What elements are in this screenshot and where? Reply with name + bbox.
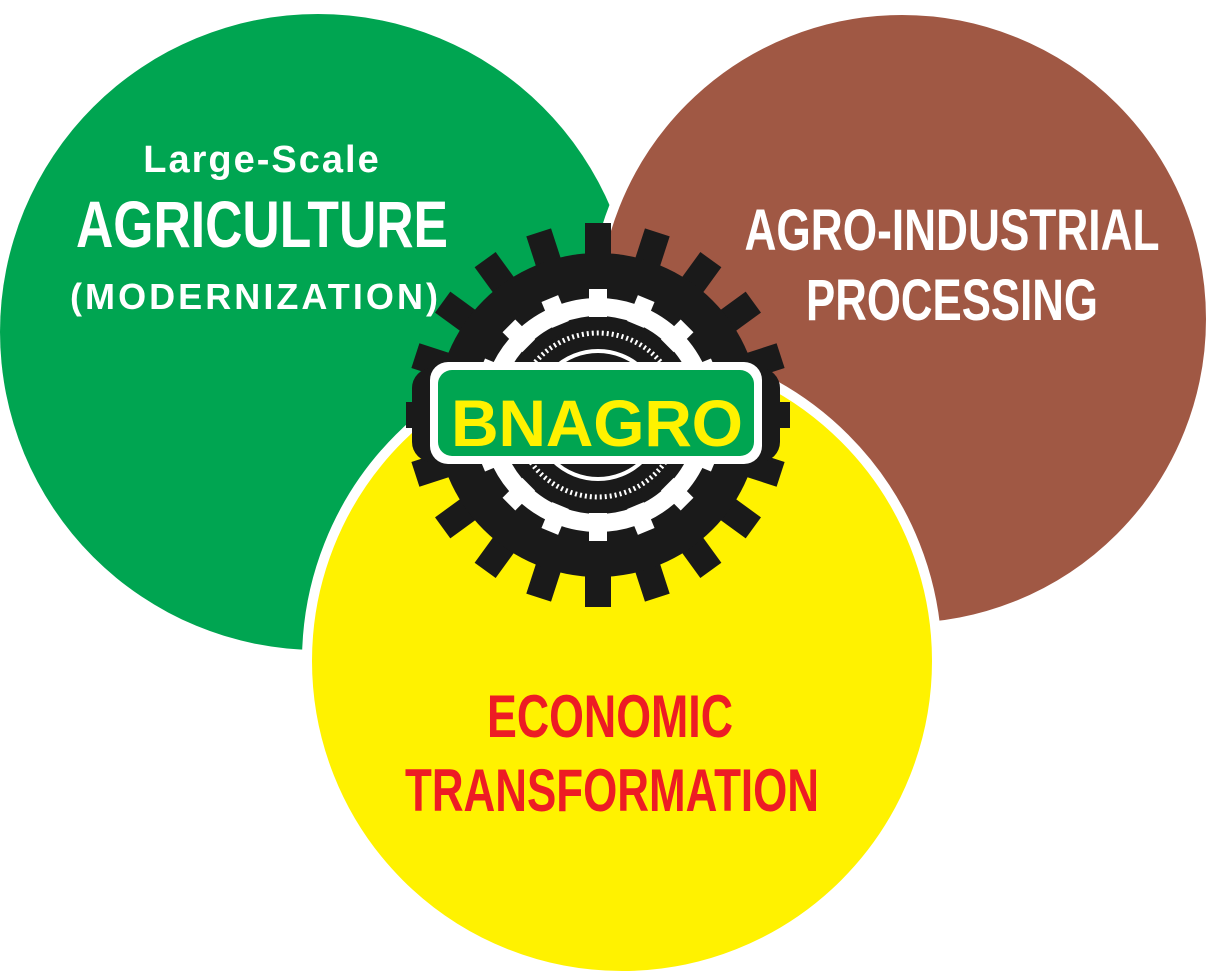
economic-line2: TRANSFORMATION — [405, 757, 819, 824]
logo-badge — [438, 370, 754, 456]
processing-line1: AGRO-INDUSTRIAL — [745, 198, 1160, 263]
logo-text: BNAGRO — [451, 386, 743, 460]
agriculture-line2: AGRICULTURE — [76, 187, 448, 261]
bnagro-logo: BNAGRO — [406, 223, 790, 607]
agriculture-line1: Large-Scale — [143, 139, 380, 181]
agriculture-line3: (MODERNIZATION) — [70, 276, 438, 317]
processing-line2: PROCESSING — [806, 268, 1098, 333]
economic-line1: ECONOMIC — [487, 683, 733, 750]
